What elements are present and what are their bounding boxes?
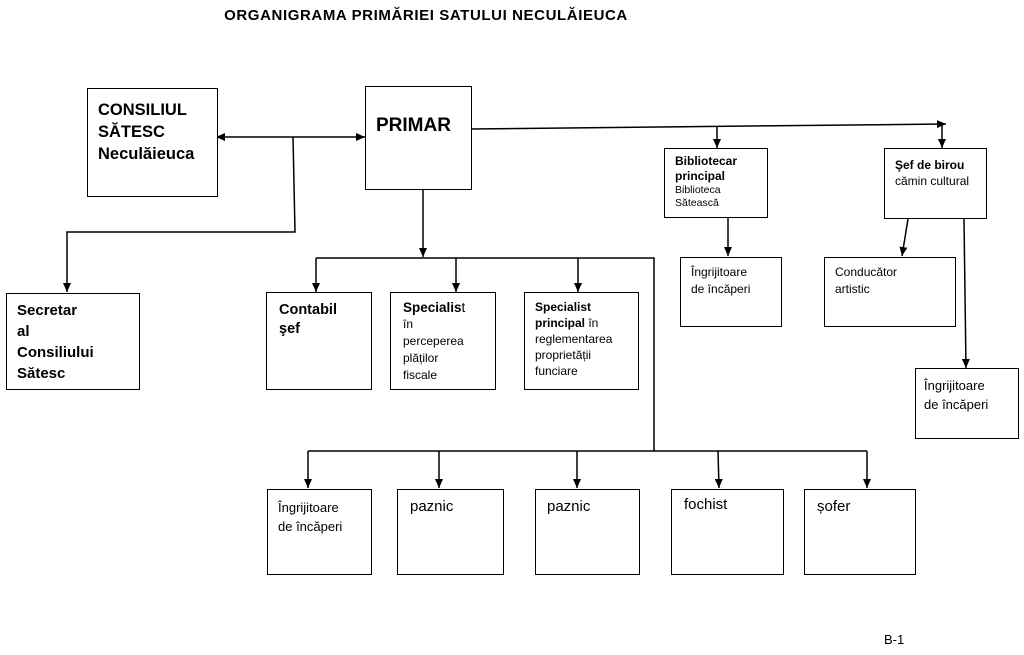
link-fochist <box>714 450 723 489</box>
node-bibliotecar: Bibliotecar principal Biblioteca Săteasc… <box>664 148 768 218</box>
staff-bus <box>316 257 655 451</box>
node-specialist-fiscal: Specialist în perceperea plăților fiscal… <box>390 292 496 390</box>
node-sef-birou: Şef de birou cămin cultural <box>884 148 987 219</box>
node-sofer: șofer <box>804 489 916 575</box>
node-ingrijitoare-camin: Îngrijitoare de încăperi <box>915 368 1019 439</box>
node-paznic-1: paznic <box>397 489 504 575</box>
chart-title: ORGANIGRAMA PRIMĂRIEI SATULUI NECULĂIEUC… <box>224 7 628 24</box>
page-number: B-1 <box>884 632 905 647</box>
link-conducator <box>899 218 909 257</box>
link-primar-right <box>470 120 947 130</box>
node-ingrijitoare-primarie: Îngrijitoare de încăperi <box>267 489 372 575</box>
node-contabil-sef: Contabil şef <box>266 292 372 390</box>
node-ingrijitoare-biblioteca: Îngrijitoare de încăperi <box>680 257 782 327</box>
node-fochist: fochist <box>671 489 784 575</box>
node-secretar: Secretar al Consiliului Sătesc <box>6 293 140 390</box>
link-secretar <box>63 136 296 292</box>
node-primar: PRIMAR <box>365 86 472 190</box>
node-paznic-2: paznic <box>535 489 640 575</box>
node-conducator-artistic: Conducător artistic <box>824 257 956 327</box>
link-ingr-camin <box>961 218 970 369</box>
node-consiliul-satesc: CONSILIUL SĂTESC Neculăieuca <box>87 88 218 197</box>
node-specialist-principal: Specialist principal în reglementarea pr… <box>524 292 639 390</box>
